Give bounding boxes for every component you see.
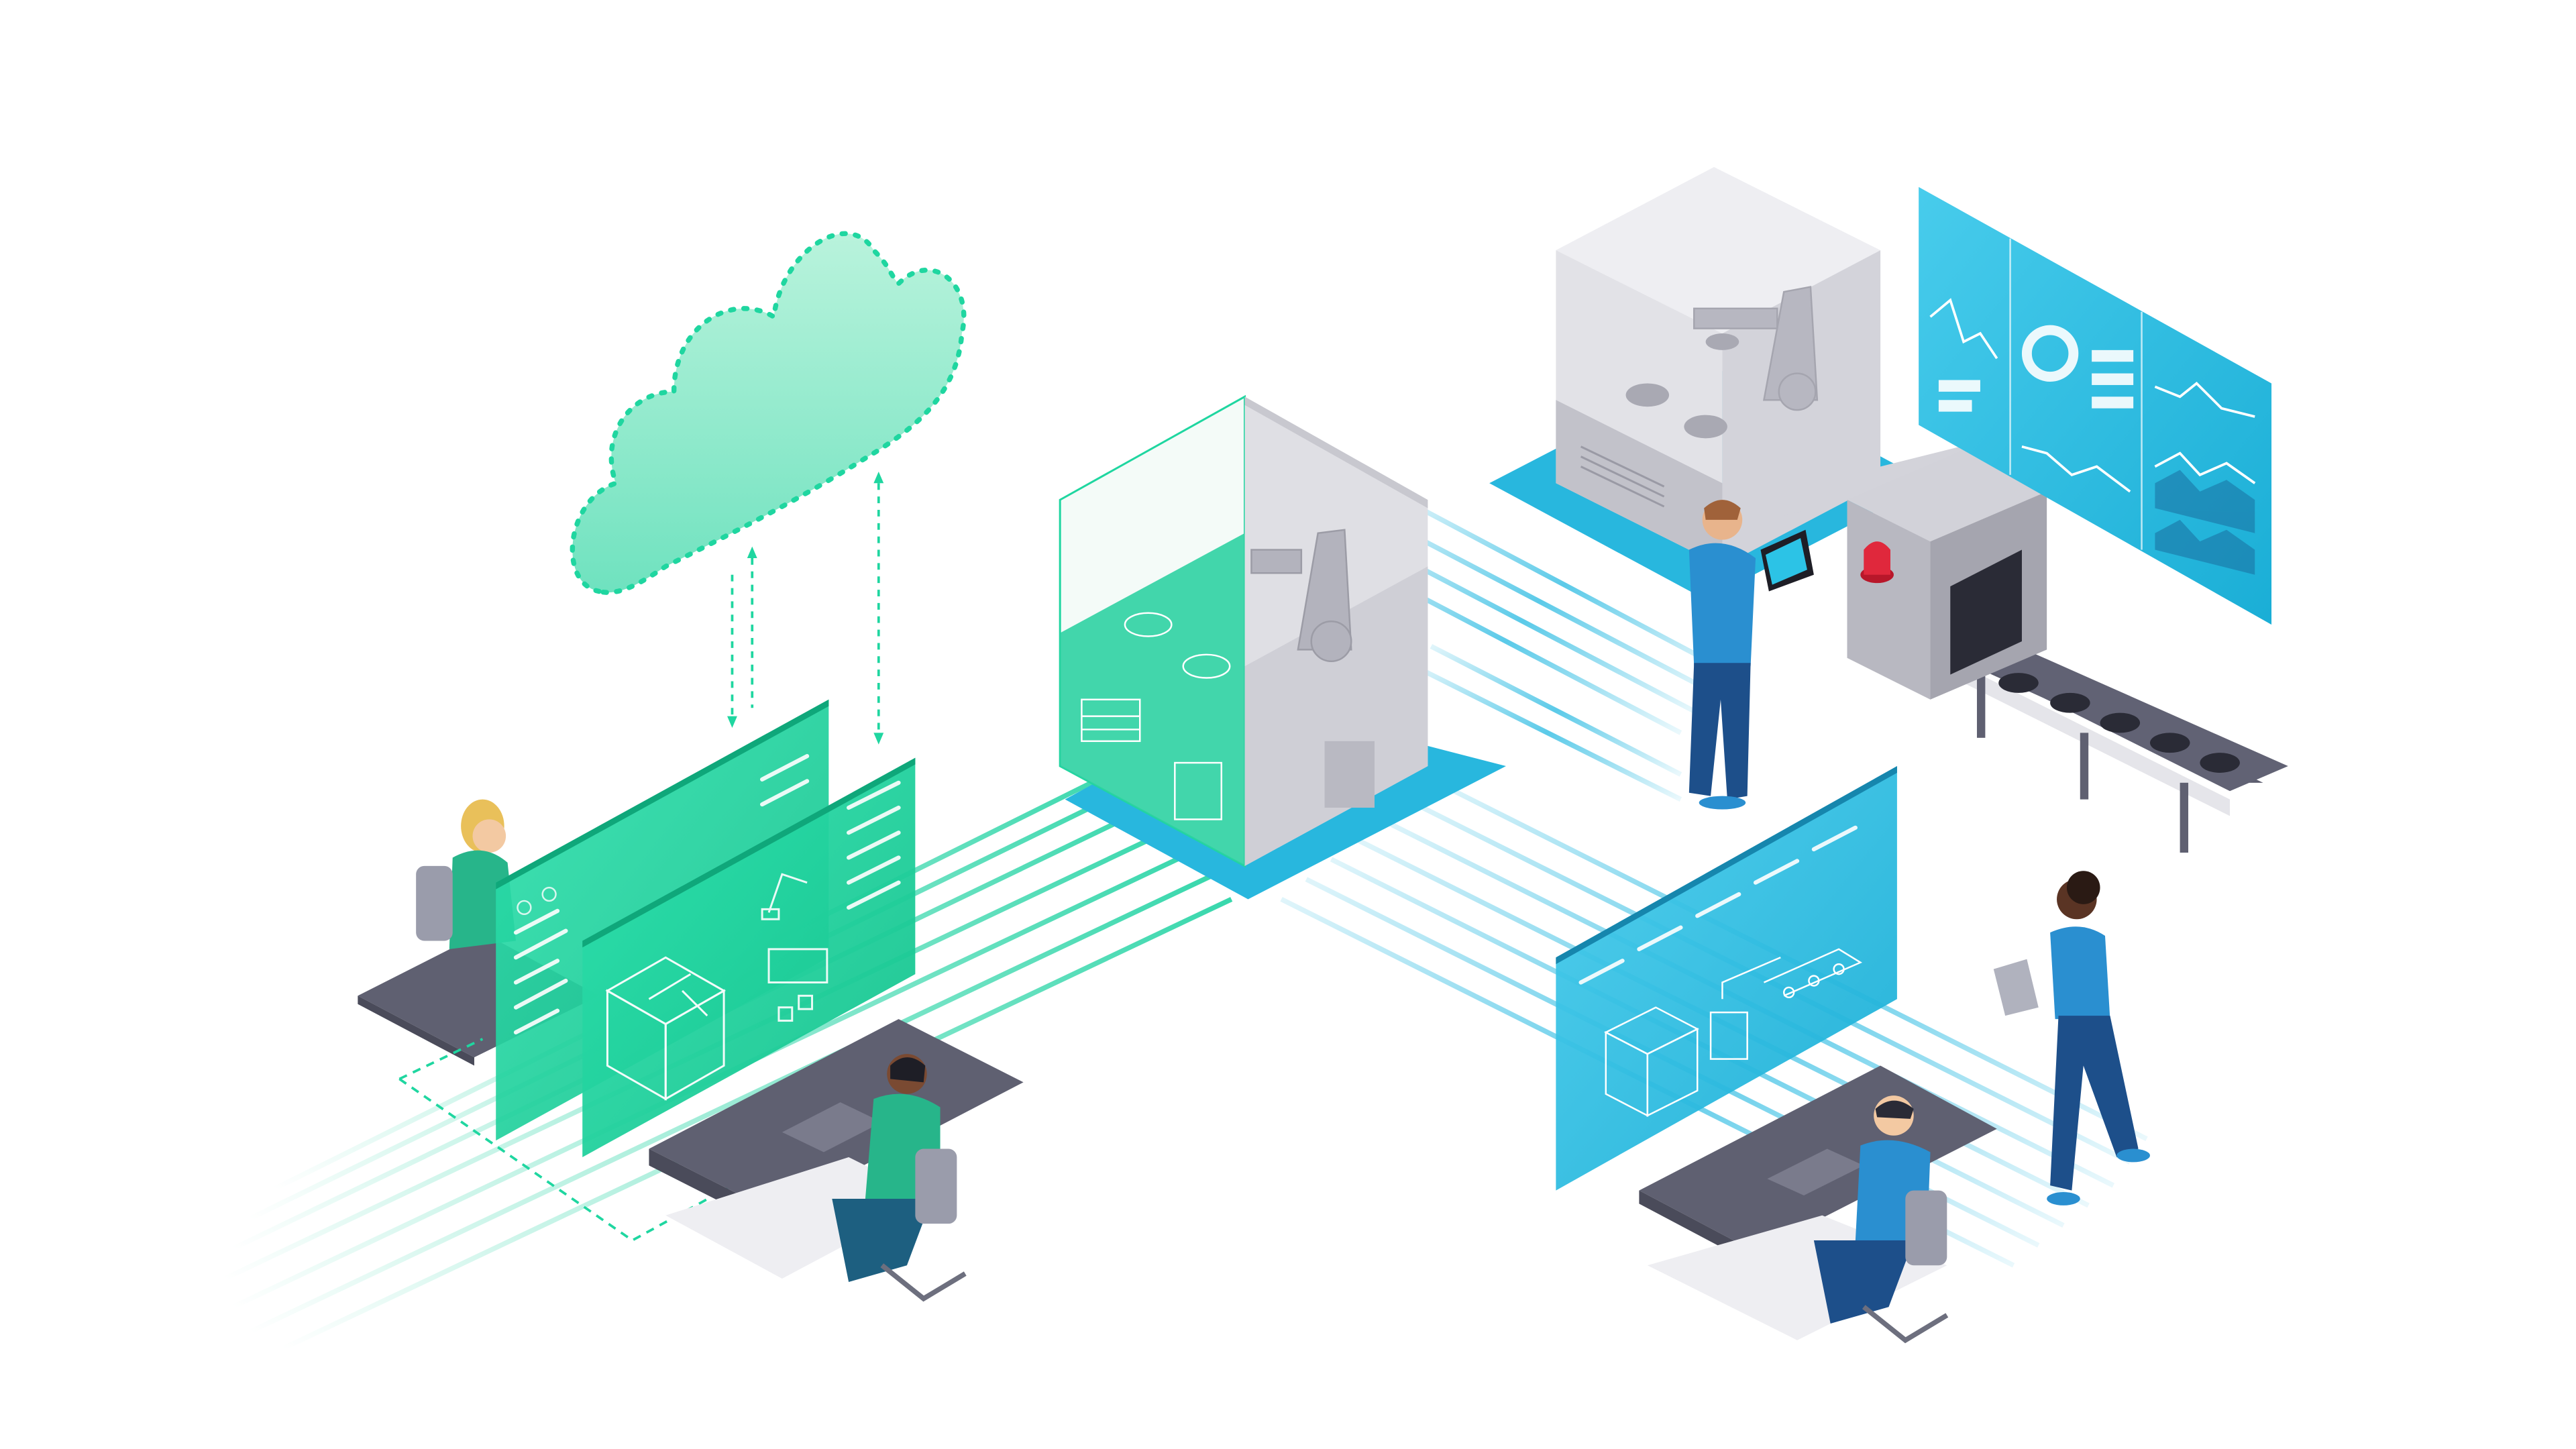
cloud-icon xyxy=(570,231,967,595)
digital-twin-wireframe-icon xyxy=(605,956,727,1101)
digital-twin-icon xyxy=(1059,394,1506,900)
virtual-screen-green-front xyxy=(582,757,916,1157)
left-desk-man xyxy=(649,1019,1024,1279)
person-icon-man-left xyxy=(832,1054,967,1302)
robot-arm-cell-icon xyxy=(1489,166,1931,600)
virtual-screen-cyan xyxy=(1556,766,1897,1191)
cloud-sync-arrows xyxy=(731,483,880,733)
person-icon-woman-walking xyxy=(1993,871,2150,1205)
dashboard-icon xyxy=(1919,186,2272,625)
cloud-arrow-heads xyxy=(727,471,884,745)
robot-arm-icon xyxy=(1250,529,1352,662)
robot-arm-thumbnail-icon xyxy=(761,873,828,1022)
conveyor-icon xyxy=(1780,441,2288,853)
person-icon-engineer-tablet xyxy=(1688,500,1814,810)
person-icon-man-right xyxy=(1813,1095,1949,1344)
factory-line-wireframe-icon xyxy=(1604,948,1863,1117)
workflow-dashed-path xyxy=(398,1038,733,1242)
alarm-light-icon xyxy=(1860,541,1894,584)
